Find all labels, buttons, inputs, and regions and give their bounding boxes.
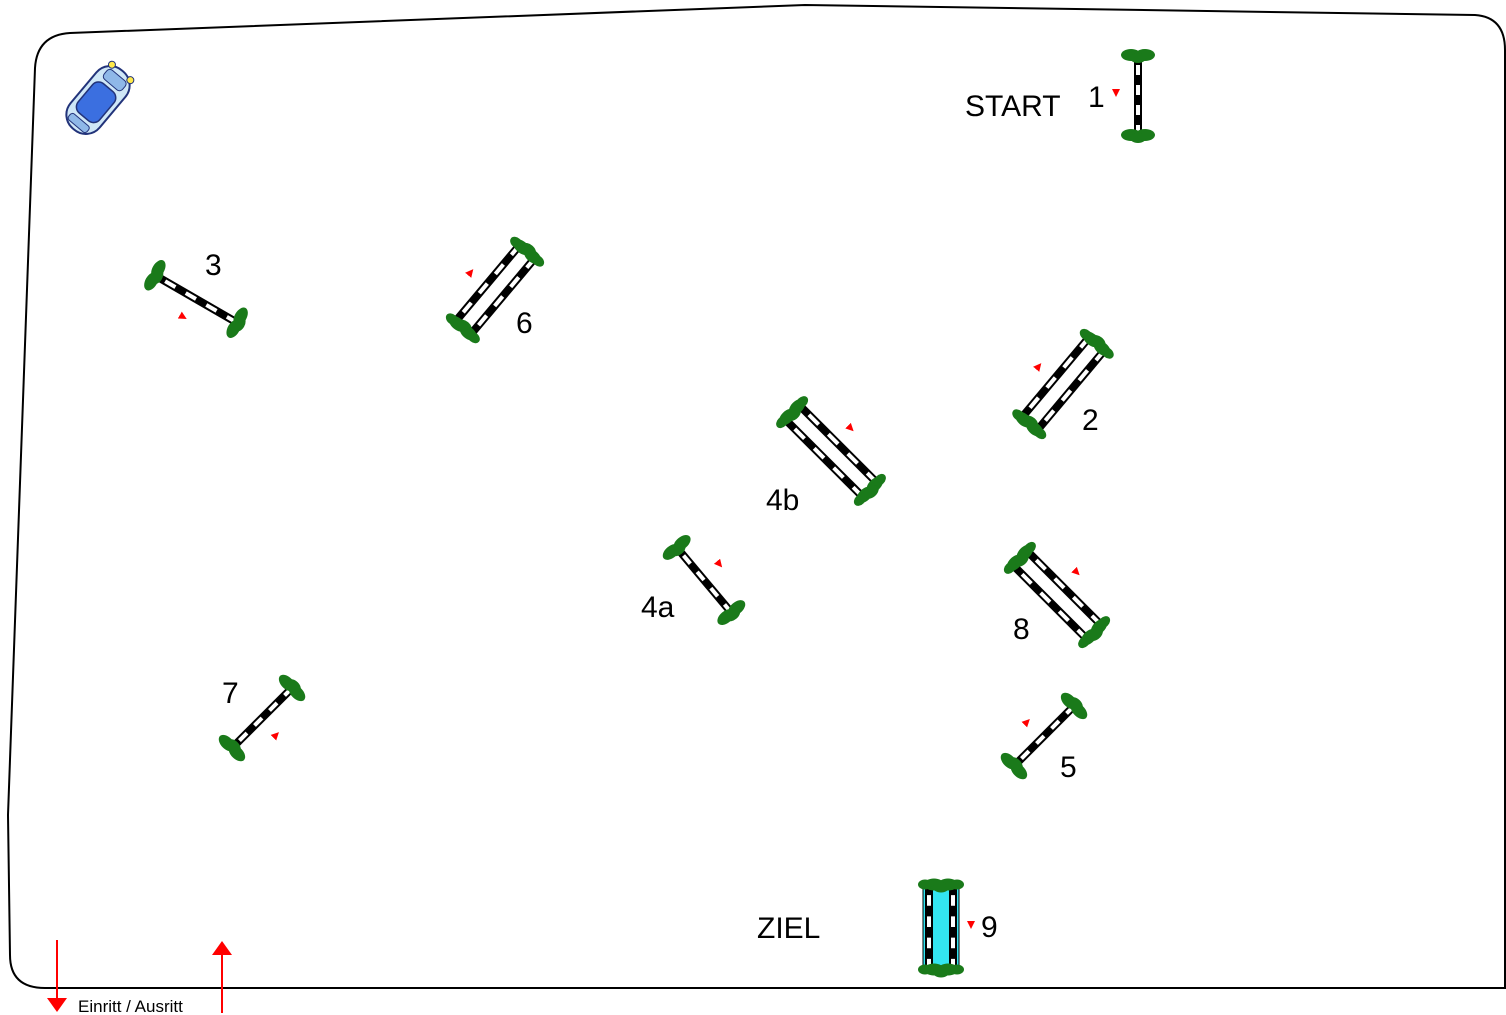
obstacle-label-3: 3 xyxy=(205,249,222,282)
obstacle-9-water-oxer xyxy=(918,878,964,978)
obstacles-group xyxy=(144,49,1155,978)
obstacle-label-8: 8 xyxy=(1013,613,1030,646)
obstacle-label-2: 2 xyxy=(1082,404,1099,437)
obstacle-5-vertical xyxy=(1000,692,1088,780)
obstacle-3-vertical xyxy=(144,260,248,338)
obstacle-label-6: 6 xyxy=(516,307,533,340)
obstacle-label-9: 9 xyxy=(981,911,998,944)
obstacle-8-oxer xyxy=(1003,541,1111,649)
obstacle-label-4a: 4a xyxy=(641,591,675,624)
obstacle-label-1: 1 xyxy=(1088,81,1105,114)
obstacle-label-7: 7 xyxy=(222,677,239,710)
car-icon xyxy=(65,60,135,135)
obstacle-4b-oxer xyxy=(776,396,886,506)
obstacle-6-oxer xyxy=(445,236,545,344)
obstacle-1-vertical xyxy=(1121,49,1155,143)
entry-exit-label: Einritt / Ausritt xyxy=(78,997,183,1015)
obstacle-label-5: 5 xyxy=(1060,751,1077,784)
obstacle-label-4b: 4b xyxy=(766,484,799,517)
obstacle-2-oxer xyxy=(1012,328,1114,440)
obstacle-4a-vertical xyxy=(662,535,746,625)
obstacle-7-vertical xyxy=(218,674,306,762)
start-label: START xyxy=(965,90,1061,123)
arena-outline xyxy=(6,3,1506,989)
finish-label: ZIEL xyxy=(757,912,820,945)
